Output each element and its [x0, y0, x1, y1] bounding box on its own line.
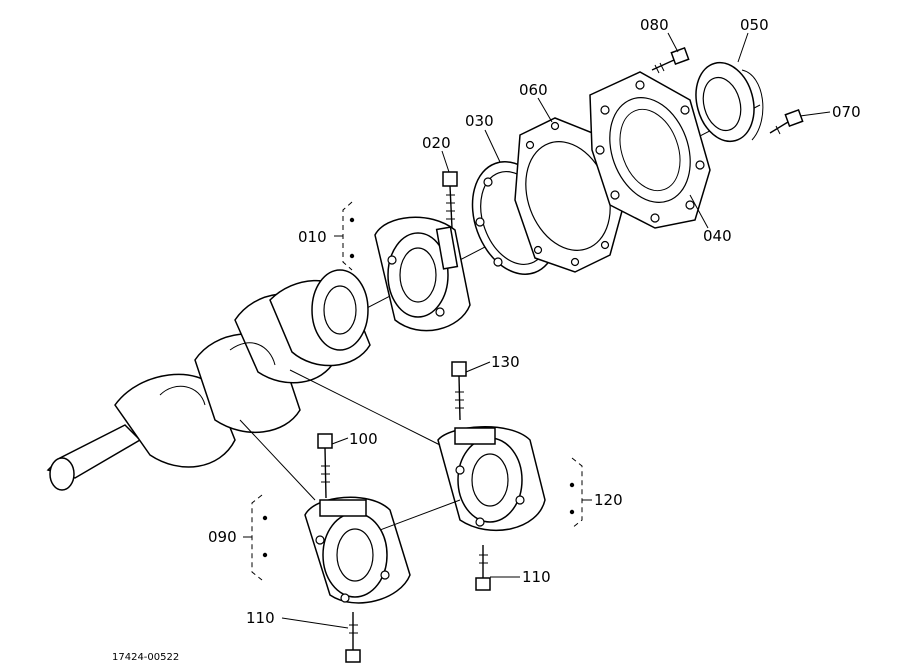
oil-seal-050 — [695, 61, 764, 143]
dot — [569, 509, 575, 515]
leader-050 — [737, 32, 749, 63]
crankshaft — [46, 269, 371, 491]
callout-100: 100 — [349, 430, 378, 448]
bracket-090 — [251, 494, 263, 581]
bolt-110-upper — [475, 545, 491, 591]
bolt-070 — [769, 109, 804, 135]
dot — [569, 482, 575, 488]
leader-020 — [441, 150, 450, 173]
guide-line — [239, 419, 316, 501]
callout-040: 040 — [703, 227, 732, 245]
bolt-110-lower — [345, 612, 361, 663]
leader-040 — [689, 194, 709, 229]
housing-040 — [589, 71, 711, 229]
dot — [349, 217, 355, 223]
dot — [349, 253, 355, 259]
bearing-case-010 — [374, 216, 471, 332]
leader-080 — [667, 32, 679, 53]
callout-130: 130 — [491, 353, 520, 371]
leader-110-lower — [281, 617, 349, 629]
callout-070: 070 — [832, 103, 861, 121]
drawing-number: 17424-00522 — [112, 652, 179, 663]
callout-020: 020 — [422, 134, 451, 152]
callout-050: 050 — [740, 16, 769, 34]
bracket-120 — [571, 457, 583, 529]
bearing-case-090 — [304, 496, 411, 604]
callout-060: 060 — [519, 81, 548, 99]
guide-line — [379, 499, 461, 531]
callout-110-lower: 110 — [246, 609, 275, 627]
bolt-130 — [451, 361, 467, 421]
dot — [262, 515, 268, 521]
bolt-080 — [651, 47, 690, 74]
bolt-020 — [442, 171, 458, 229]
callout-110-upper: 110 — [522, 568, 551, 586]
callout-120: 120 — [594, 491, 623, 509]
leader-030 — [484, 129, 501, 163]
callout-080: 080 — [640, 16, 669, 34]
bracket-010 — [342, 201, 353, 271]
leader-060 — [537, 97, 553, 123]
bolt-100 — [317, 433, 333, 499]
callout-090: 090 — [208, 528, 237, 546]
callout-030: 030 — [465, 112, 494, 130]
leader-070 — [799, 111, 831, 117]
callout-010: 010 — [298, 228, 327, 246]
leader-100 — [331, 437, 349, 445]
bearing-case-120 — [437, 426, 546, 532]
guide-line — [289, 369, 441, 446]
dot — [262, 552, 268, 558]
leader-130 — [465, 361, 491, 373]
